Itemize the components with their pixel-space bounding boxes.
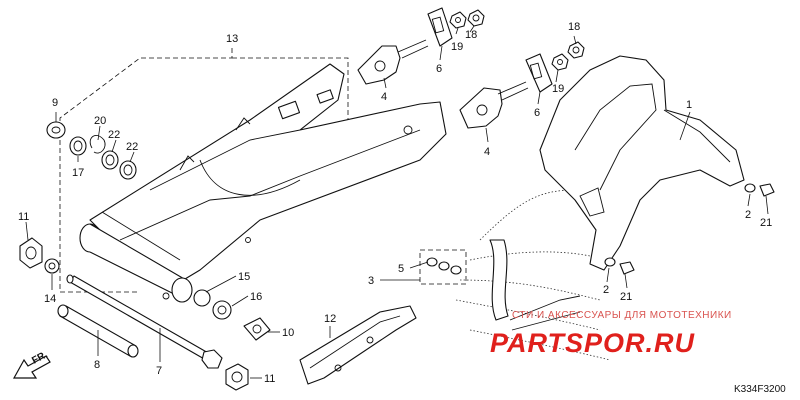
callout-7: 7 — [156, 365, 162, 377]
fender-bolt-upper — [744, 183, 775, 197]
callout-10: 10 — [282, 327, 294, 339]
callout-labels: 1 2 21 2 21 3 5 4 4 6 6 19 18 18 19 13 9… — [18, 21, 772, 385]
callout-4-left: 4 — [381, 91, 387, 103]
callout-14: 14 — [44, 293, 56, 305]
adjuster-plate-right — [525, 53, 553, 93]
bearing-16 — [212, 300, 232, 320]
callout-16: 16 — [250, 291, 262, 303]
swingarm-assembly-boundary — [59, 48, 404, 293]
bearing-15 — [193, 289, 211, 307]
callout-8: 8 — [94, 359, 100, 371]
callout-6-left: 6 — [436, 63, 442, 75]
front-arrow-icon — [12, 355, 51, 379]
callout-19-right: 19 — [552, 83, 564, 95]
callout-21-lower: 21 — [620, 291, 632, 303]
bearing-22-a — [101, 150, 119, 170]
fender-bolt-lower — [604, 257, 635, 275]
callout-22-b: 22 — [126, 141, 138, 153]
drive-chain — [455, 189, 611, 361]
swingarm — [79, 63, 447, 303]
circlip-20 — [89, 135, 106, 154]
nut-18-left — [467, 9, 485, 27]
dust-cap-9 — [46, 121, 66, 139]
bearing-17 — [69, 136, 87, 156]
callout-9: 9 — [52, 97, 58, 109]
chain-slider-collars — [419, 249, 467, 285]
bearing-22-b — [119, 160, 137, 180]
washer-19-right — [551, 53, 569, 71]
callout-21-upper: 21 — [760, 217, 772, 229]
leader-lines — [25, 25, 769, 379]
callout-1: 1 — [686, 99, 692, 111]
watermark-caption: СТИ И АКСЕССУАРЫ ДЛЯ МОТОТЕХНИКИ — [512, 310, 732, 321]
callout-5: 5 — [398, 263, 404, 275]
callout-13: 13 — [226, 33, 238, 45]
collar-14 — [44, 258, 60, 274]
callout-20: 20 — [94, 115, 106, 127]
watermark: СТИ И АКСЕССУАРЫ ДЛЯ МОТОТЕХНИКИ PARTSPO… — [490, 310, 732, 358]
nut-18-right — [567, 41, 585, 59]
adjuster-plate-left — [427, 7, 453, 47]
callout-12: 12 — [324, 313, 336, 325]
pivot-bolt — [66, 274, 223, 369]
callout-2-lower: 2 — [603, 284, 609, 296]
callout-19-left: 19 — [451, 41, 463, 53]
chain-guard — [299, 305, 417, 385]
callout-6-right: 6 — [534, 107, 540, 119]
callout-11-right: 11 — [264, 373, 275, 385]
callout-15: 15 — [238, 271, 250, 283]
pivot-cap-11-right — [225, 363, 249, 391]
callout-22-a: 22 — [108, 129, 120, 141]
front-direction-indicator: FR. — [12, 349, 51, 379]
watermark-logo: PARTSPOR.RU — [490, 328, 696, 358]
collar-10 — [243, 317, 271, 341]
callout-4-right: 4 — [484, 146, 490, 158]
washer-19-left — [449, 11, 467, 29]
pivot-cap-11-left — [19, 237, 43, 269]
chain-adjuster-left — [357, 39, 429, 85]
callout-3: 3 — [368, 275, 374, 287]
diagram-code: K334F3200 — [734, 384, 786, 395]
callout-17: 17 — [72, 167, 84, 179]
rear-fender — [539, 55, 745, 271]
callout-2-upper: 2 — [745, 209, 751, 221]
callout-18-left: 18 — [465, 29, 477, 41]
callout-11-left: 11 — [18, 211, 29, 223]
chain-adjuster-right — [459, 81, 529, 129]
callout-18-right: 18 — [568, 21, 580, 33]
